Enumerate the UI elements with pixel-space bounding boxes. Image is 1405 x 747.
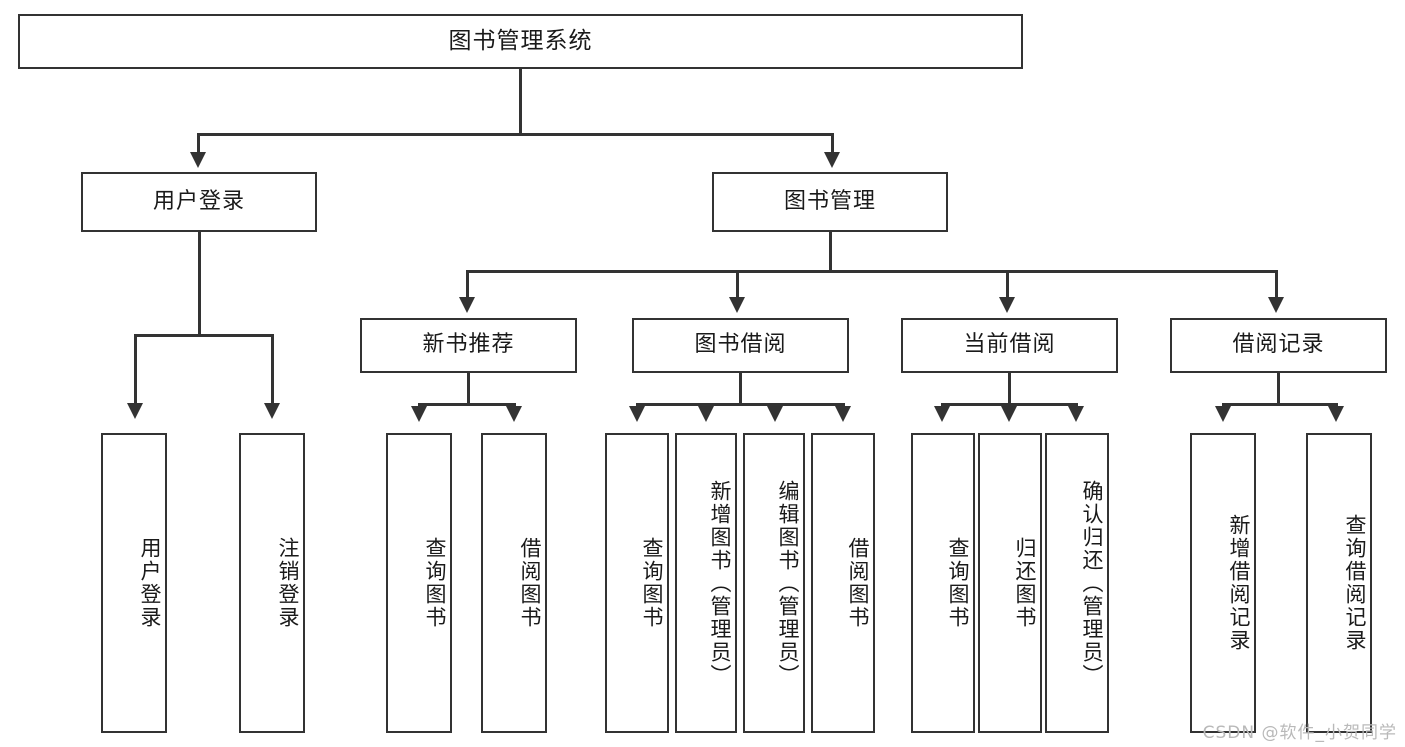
node-new-book-recommendation[interactable]: 新书推荐 — [360, 318, 577, 373]
leaf-borrowrecord-add-record[interactable]: 新增借阅记录 — [1190, 433, 1256, 733]
arrow-icon-bookborrow-child3 — [767, 406, 783, 422]
node-label: 当前借阅 — [963, 332, 1056, 358]
connector-borrowrecord-bar — [1222, 403, 1338, 406]
arrow-icon-currentborrow-child3 — [1068, 406, 1084, 422]
connector-currentborrow-stem — [1008, 373, 1011, 406]
leaf-newbook-borrow-book[interactable]: 借阅图书 — [481, 433, 547, 733]
connector-bm-child1 — [466, 270, 469, 300]
node-label: 新增借阅记录 — [1227, 514, 1251, 652]
leaf-logout[interactable]: 注销登录 — [239, 433, 305, 733]
node-label: 借阅图书 — [846, 537, 870, 629]
arrow-icon-root-to-user-login — [190, 152, 206, 168]
node-label: 用户登录 — [152, 188, 245, 214]
connector-root-to-book-management — [831, 133, 834, 155]
connector-newbook-stem — [467, 373, 470, 406]
arrow-icon-newbook-child1 — [411, 406, 427, 422]
leaf-user-login[interactable]: 用户登录 — [101, 433, 167, 733]
node-label: 用户登录 — [138, 537, 162, 629]
node-label: 图书管理系统 — [448, 27, 593, 54]
node-book-management[interactable]: 图书管理 — [712, 172, 948, 232]
node-label: 确认归还（管理员） — [1080, 479, 1104, 687]
arrow-icon-currentborrow-child2 — [1001, 406, 1017, 422]
connector-bookborrow-bar — [636, 403, 845, 406]
connector-root-bar — [197, 133, 834, 136]
node-label: 图书借阅 — [694, 332, 787, 358]
node-book-borrow[interactable]: 图书借阅 — [632, 318, 849, 373]
arrow-icon-bm-child3 — [999, 297, 1015, 313]
node-current-borrow[interactable]: 当前借阅 — [901, 318, 1118, 373]
arrow-icon-user-login-child1 — [127, 403, 143, 419]
arrow-icon-root-to-book-management — [824, 152, 840, 168]
node-label: 归还图书 — [1013, 537, 1037, 629]
connector-bm-child4 — [1275, 270, 1278, 300]
leaf-bookborrow-query-book[interactable]: 查询图书 — [605, 433, 669, 733]
arrow-icon-borrowrecord-child1 — [1215, 406, 1231, 422]
node-label: 新增图书（管理员） — [708, 479, 732, 687]
connector-bm-child2 — [736, 270, 739, 300]
node-label: 编辑图书（管理员） — [776, 479, 800, 687]
connector-user-login-child2 — [271, 334, 274, 406]
arrow-icon-bm-child1 — [459, 297, 475, 313]
leaf-currentborrow-return-book[interactable]: 归还图书 — [978, 433, 1042, 733]
arrow-icon-newbook-child2 — [506, 406, 522, 422]
node-label: 图书管理 — [783, 188, 876, 214]
connector-root-stem — [519, 69, 522, 135]
arrow-icon-bookborrow-child1 — [629, 406, 645, 422]
connector-user-login-child1 — [134, 334, 137, 406]
node-label: 查询图书 — [423, 537, 447, 629]
node-label: 查询借阅记录 — [1343, 514, 1367, 652]
node-label: 查询图书 — [640, 537, 664, 629]
node-label: 新书推荐 — [422, 332, 515, 358]
node-label: 借阅图书 — [518, 537, 542, 629]
leaf-bookborrow-add-book-admin[interactable]: 新增图书（管理员） — [675, 433, 737, 733]
connector-book-management-bar — [466, 270, 1278, 273]
leaf-currentborrow-query-book[interactable]: 查询图书 — [911, 433, 975, 733]
connector-newbook-bar — [418, 403, 516, 406]
connector-user-login-stem — [198, 232, 201, 336]
connector-book-management-stem — [829, 232, 832, 273]
node-label: 借阅记录 — [1232, 332, 1325, 358]
connector-bookborrow-stem — [739, 373, 742, 406]
node-user-login[interactable]: 用户登录 — [81, 172, 317, 232]
connector-user-login-bar — [134, 334, 274, 337]
connector-bm-child3 — [1006, 270, 1009, 300]
arrow-icon-bm-child2 — [729, 297, 745, 313]
connector-borrowrecord-stem — [1277, 373, 1280, 406]
arrow-icon-bookborrow-child4 — [835, 406, 851, 422]
leaf-bookborrow-borrow-book[interactable]: 借阅图书 — [811, 433, 875, 733]
leaf-newbook-query-book[interactable]: 查询图书 — [386, 433, 452, 733]
arrow-icon-bm-child4 — [1268, 297, 1284, 313]
leaf-bookborrow-edit-book-admin[interactable]: 编辑图书（管理员） — [743, 433, 805, 733]
arrow-icon-borrowrecord-child2 — [1328, 406, 1344, 422]
leaf-borrowrecord-query-record[interactable]: 查询借阅记录 — [1306, 433, 1372, 733]
node-label: 查询图书 — [946, 537, 970, 629]
arrow-icon-user-login-child2 — [264, 403, 280, 419]
node-label: 注销登录 — [276, 537, 300, 629]
node-borrow-record[interactable]: 借阅记录 — [1170, 318, 1387, 373]
arrow-icon-currentborrow-child1 — [934, 406, 950, 422]
node-root-book-management-system[interactable]: 图书管理系统 — [18, 14, 1023, 69]
arrow-icon-bookborrow-child2 — [698, 406, 714, 422]
leaf-currentborrow-confirm-return-admin[interactable]: 确认归还（管理员） — [1045, 433, 1109, 733]
connector-root-to-user-login — [197, 133, 200, 155]
